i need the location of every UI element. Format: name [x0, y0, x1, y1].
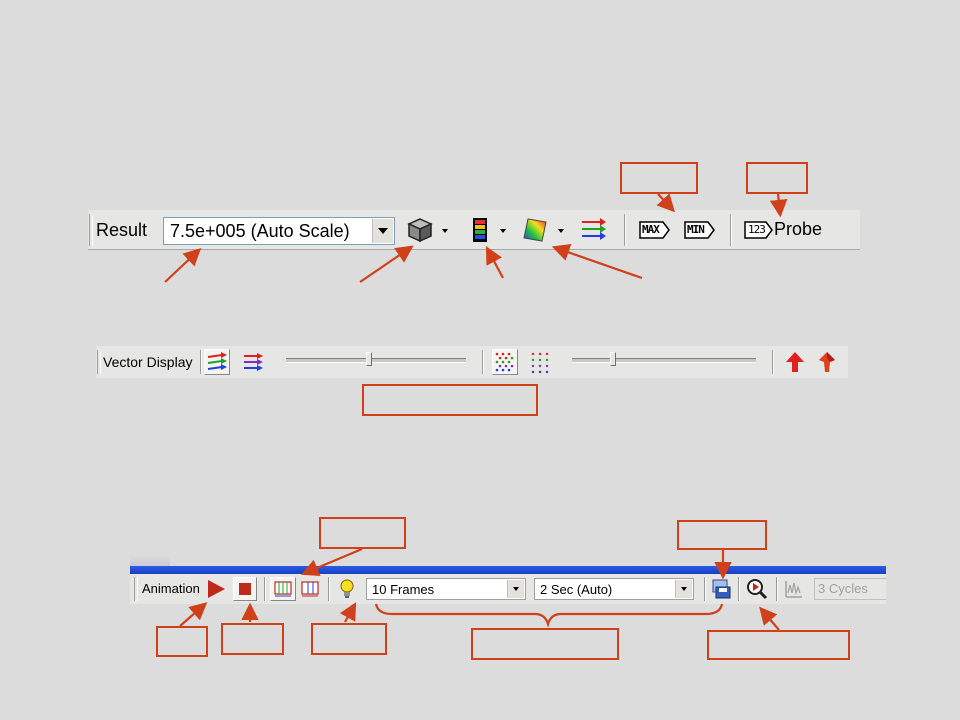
callout-box-play — [156, 626, 208, 657]
callout-box-frames-button — [319, 517, 406, 549]
probe-button[interactable]: 123 Probe — [744, 216, 854, 244]
frames-forward-icon — [274, 581, 292, 597]
color-legend-icon — [473, 218, 487, 242]
contour-dropdown-icon[interactable] — [558, 229, 564, 233]
stop-button[interactable] — [233, 577, 257, 601]
dropdown-arrow-icon — [378, 228, 388, 234]
dense-dots-button[interactable] — [492, 349, 518, 375]
cube-dropdown-icon[interactable] — [442, 229, 448, 233]
sparse-dots-icon[interactable] — [530, 351, 552, 374]
arrow-to-play — [179, 602, 208, 627]
frames-value: 10 Frames — [372, 582, 435, 597]
window-titlebar-fragment — [130, 556, 170, 566]
vector-arrows-icon — [207, 352, 227, 370]
max-label: MAX — [642, 223, 660, 236]
vector-display-toolbar: Vector Display — [96, 346, 848, 378]
zoom-play-icon[interactable] — [746, 578, 768, 600]
toolbar-separator — [776, 577, 778, 601]
min-label: MIN — [687, 223, 705, 236]
solid-arrow-icon[interactable] — [816, 350, 838, 374]
animation-toolbar: Animation 10 Frames 2 Sec (Auto) — [130, 574, 886, 604]
scale-value: 7.5e+005 (Auto Scale) — [170, 221, 350, 241]
scale-combobox[interactable]: 7.5e+005 (Auto Scale) — [163, 217, 395, 245]
probe-label: Probe — [774, 219, 823, 239]
toolbar-grip[interactable] — [134, 577, 138, 601]
max-button[interactable]: MAX — [639, 220, 671, 240]
toolbar-separator — [328, 577, 330, 601]
dense-dots-icon — [495, 352, 514, 372]
vector-density-slider-thumb[interactable] — [610, 352, 616, 366]
max-icon — [639, 221, 670, 239]
vector-lines-icon[interactable] — [242, 351, 264, 373]
callout-box-combos — [471, 628, 619, 660]
contour-button[interactable] — [520, 216, 568, 244]
vector-size-slider-thumb[interactable] — [366, 352, 372, 366]
frames-combobox[interactable]: 10 Frames — [366, 578, 526, 600]
vector-arrows-button[interactable] — [204, 349, 230, 375]
toolbar-separator — [624, 214, 626, 246]
scale-dropdown-button[interactable] — [372, 219, 393, 243]
window-titlebar — [130, 566, 886, 574]
contour-icon — [523, 218, 547, 242]
frames-forward-button[interactable] — [270, 577, 296, 601]
dropdown-arrow-icon — [681, 587, 687, 591]
arrow-to-contour — [551, 244, 643, 280]
frames-back-icon[interactable] — [300, 580, 320, 598]
callout-box-save-animation — [677, 520, 767, 550]
callout-box-zoom — [707, 630, 850, 660]
toolbar-separator — [200, 350, 202, 374]
arrow-to-zoom — [759, 606, 780, 631]
toolbar-grip[interactable] — [89, 214, 93, 246]
arrow-to-cube — [359, 245, 414, 283]
result-label: Result — [96, 220, 148, 240]
legend-button[interactable] — [469, 216, 509, 244]
dropdown-arrow-icon — [513, 587, 519, 591]
vector-density-slider-track[interactable] — [572, 358, 756, 363]
callout-box-stop — [221, 623, 284, 655]
animation-label: Animation — [142, 581, 200, 596]
toolbar-separator — [704, 577, 706, 601]
toolbar-separator — [482, 350, 484, 374]
cycles-field: 3 Cycles — [814, 578, 886, 600]
toolbar-separator — [264, 577, 266, 601]
arrow-to-bulb — [339, 602, 357, 623]
arrow-to-legend — [485, 246, 504, 279]
cycles-placeholder: 3 Cycles — [818, 581, 868, 596]
toolbar-separator — [772, 350, 774, 374]
callout-box-vector-slider — [362, 384, 538, 416]
cube-icon — [407, 218, 433, 243]
arrow-to-max — [656, 193, 676, 213]
duration-combobox[interactable]: 2 Sec (Auto) — [534, 578, 694, 600]
toolbar-separator — [730, 214, 732, 246]
min-icon — [684, 221, 715, 239]
vector-display-label: Vector Display — [103, 354, 193, 370]
callout-box-lightbulb — [311, 623, 387, 655]
duration-dropdown-button[interactable] — [675, 580, 692, 598]
result-toolbar: Result 7.5e+005 (Auto Scale) — [88, 210, 860, 250]
probe-icon — [744, 221, 773, 239]
legend-dropdown-icon[interactable] — [500, 229, 506, 233]
cube-button[interactable] — [406, 216, 454, 244]
brace-combos — [374, 603, 724, 628]
frames-dropdown-button[interactable] — [507, 580, 524, 598]
save-animation-icon[interactable] — [710, 578, 732, 600]
callout-box-max — [620, 162, 698, 194]
vector-size-slider-track[interactable] — [286, 358, 466, 363]
vector-arrows-icon[interactable] — [580, 216, 606, 244]
callout-box-probe — [746, 162, 808, 194]
duration-value: 2 Sec (Auto) — [540, 582, 613, 597]
probe-badge: 123 — [748, 223, 766, 236]
stop-icon — [239, 583, 251, 595]
graph-icon — [785, 581, 802, 598]
play-icon[interactable] — [206, 579, 226, 599]
red-arrow-up-icon[interactable] — [784, 350, 806, 374]
lightbulb-icon[interactable] — [338, 578, 356, 600]
toolbar-grip[interactable] — [97, 350, 101, 374]
toolbar-separator — [738, 577, 740, 601]
arrow-to-scale — [164, 247, 202, 283]
min-button[interactable]: MIN — [684, 220, 716, 240]
